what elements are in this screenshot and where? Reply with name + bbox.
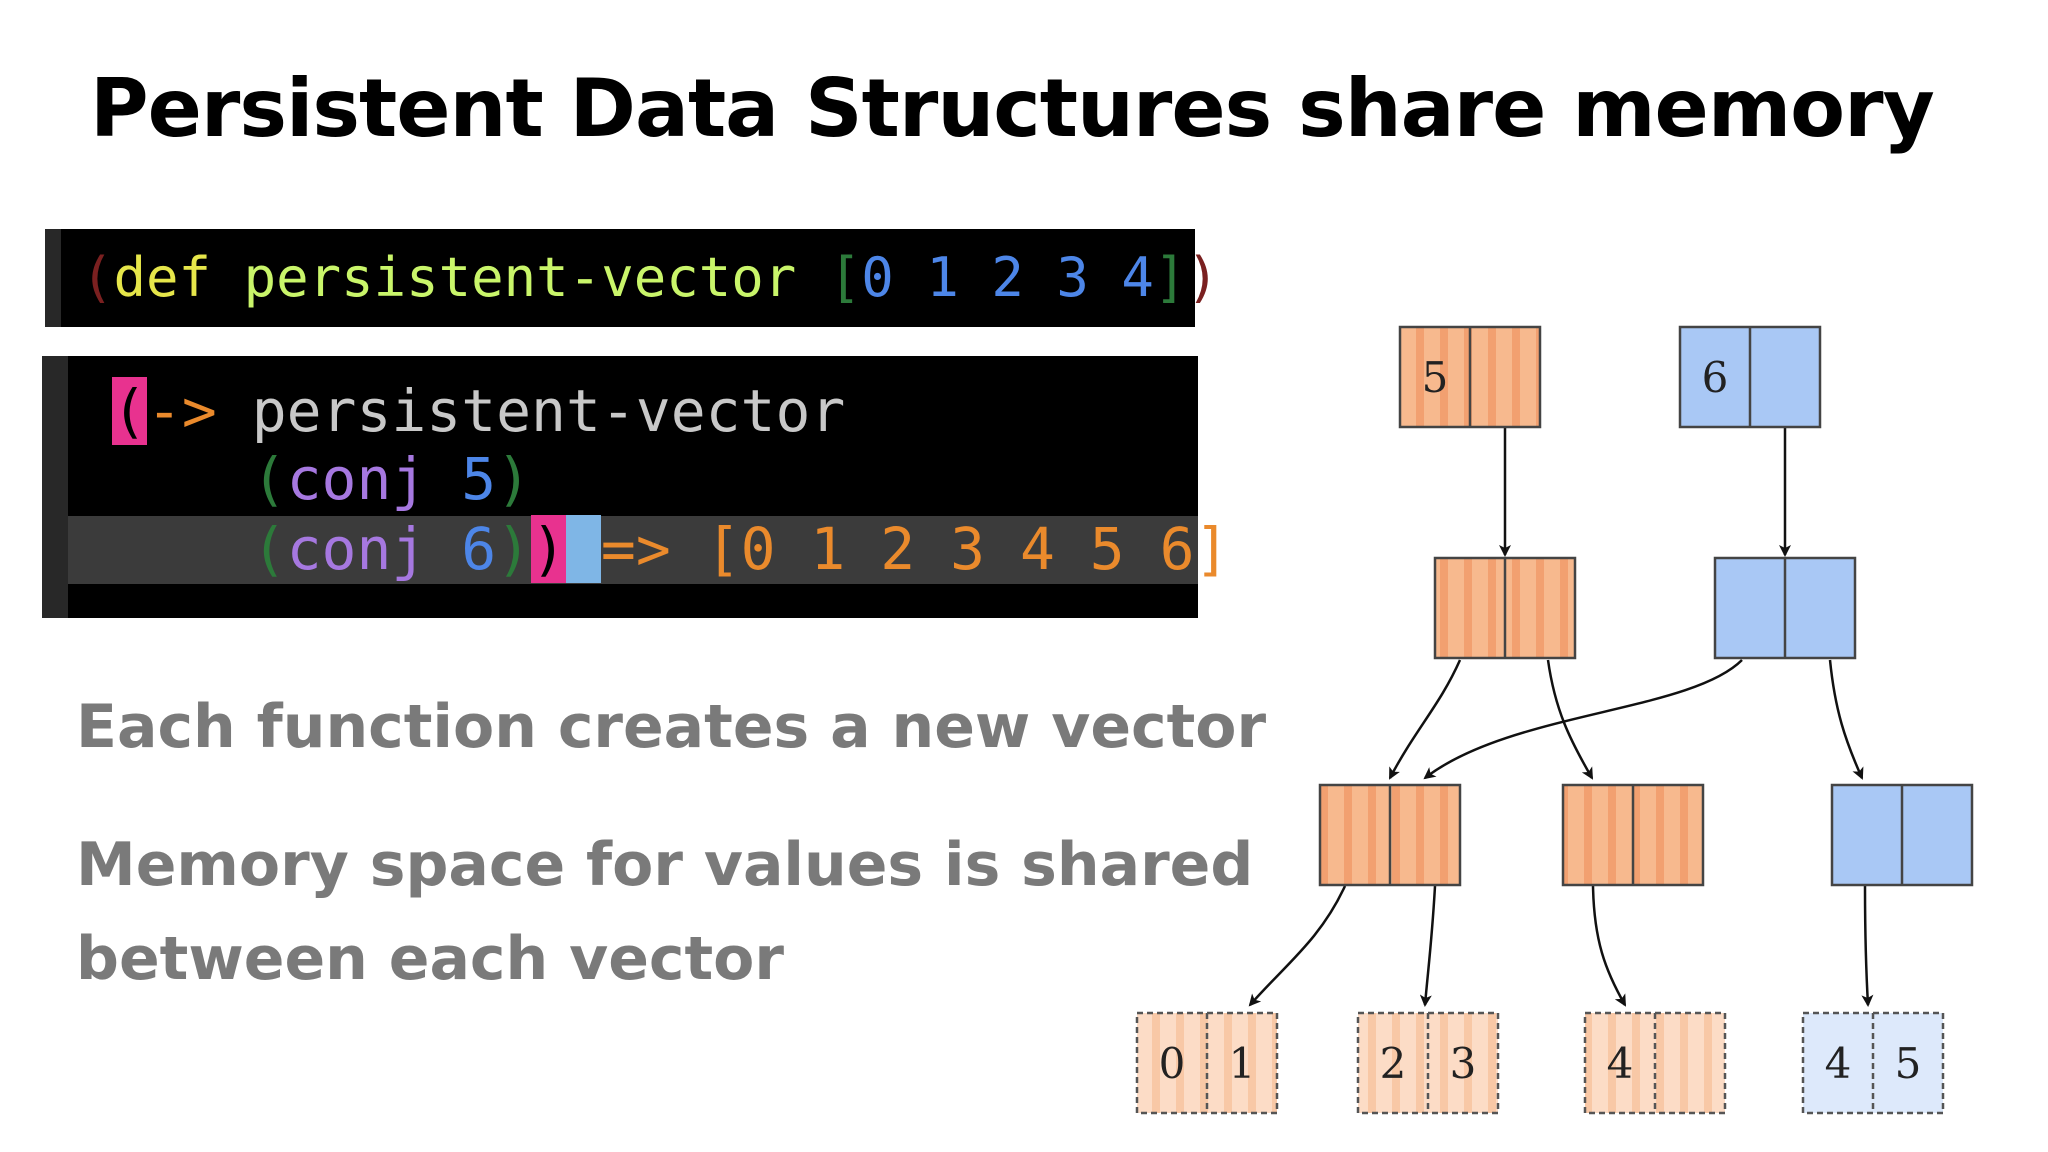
node-mid-orange [1433, 556, 1577, 660]
paren-close: ) [1186, 246, 1219, 309]
conj-open-1: ( [251, 445, 287, 513]
slide-title: Persistent Data Structures share memory [90, 62, 1935, 155]
note-shared-line-2: between each vector [76, 924, 784, 994]
node-mid-blue [1713, 556, 1857, 660]
edge-mid-blue-to-right [1828, 659, 1864, 780]
edge-mid-blue-to-left [1423, 659, 1743, 780]
edge-mid-orange-to-right [1546, 659, 1594, 780]
leaf-node-23: 2 3 [1356, 1011, 1500, 1115]
edge-blue-to-leaf45 [1861, 885, 1874, 1007]
num-1: 1 [926, 246, 959, 309]
vector-open: [ [828, 246, 862, 309]
code-line-3: (conj 6)) => [0 1 2 3 4 5 6] [112, 514, 1229, 584]
result-arrow: => [600, 515, 671, 583]
note-new-vector: Each function creates a new vector [76, 692, 1267, 762]
conj-fn-2: conj [286, 515, 427, 583]
code-block-threading: (-> persistent-vector (conj 5) (conj 6))… [42, 356, 1229, 618]
num-2: 2 [991, 246, 1024, 309]
leaf-value-2: 2 [1380, 1039, 1407, 1088]
text-cursor [565, 515, 601, 583]
node-level3-blue [1830, 783, 1974, 887]
keyword-def: def [113, 246, 212, 309]
edge-right-to-leaf4 [1591, 885, 1627, 1007]
num-3: 3 [1056, 246, 1089, 309]
leaf-value-1: 1 [1229, 1039, 1256, 1088]
conj-arg-2: 6 [461, 515, 497, 583]
conj-close-1: ) [496, 445, 532, 513]
node-level3-right-orange [1561, 783, 1705, 887]
leaf-node-01: 0 1 [1135, 1011, 1279, 1115]
code-block-def: (def persistent-vector [0 1 2 3 4]) [45, 229, 1219, 327]
tree-edges [1248, 428, 1874, 1007]
num-4: 4 [1121, 246, 1154, 309]
edge-mid-orange-to-left [1388, 659, 1462, 780]
code-line-1: (-> persistent-vector [112, 376, 845, 446]
conj-fn-1: conj [286, 445, 427, 513]
paren-open: ( [81, 246, 114, 309]
edge-left-to-leaf01 [1248, 885, 1347, 1007]
thread-arrow: -> [146, 377, 217, 445]
result-vector: [0 1 2 3 4 5 6] [705, 515, 1230, 583]
leaf-value-5: 5 [1895, 1039, 1922, 1088]
conj-close-2: ) [496, 515, 532, 583]
leaf-node-45: 4 5 [1801, 1011, 1945, 1115]
edge-left-to-leaf23 [1419, 885, 1437, 1007]
leaf-value-4: 4 [1607, 1039, 1634, 1088]
leaf-value-4-blue: 4 [1825, 1039, 1852, 1088]
node-label-6: 6 [1702, 353, 1729, 402]
vector-close: ] [1153, 246, 1187, 309]
symbol-name: persistent-vector [243, 246, 797, 309]
node-label-5: 5 [1422, 353, 1449, 402]
leaf-value-0: 0 [1159, 1039, 1186, 1088]
conj-open-2: ( [251, 515, 287, 583]
node-root-5: 5 [1398, 325, 1542, 429]
note-shared-memory: Memory space for values is shared between… [76, 818, 1253, 1006]
conj-arg-1: 5 [461, 445, 497, 513]
note-shared-line-1: Memory space for values is shared [76, 830, 1254, 900]
code-line-2: (conj 5) [112, 444, 531, 514]
num-0: 0 [861, 246, 894, 309]
leaf-node-4: 4 [1583, 1011, 1727, 1115]
node-level3-left-orange [1318, 783, 1462, 887]
paren-open-highlight: ( [112, 377, 147, 445]
paren-close-highlight: ) [531, 515, 566, 583]
leaf-value-3: 3 [1450, 1039, 1477, 1088]
symbol-name: persistent-vector [251, 377, 846, 445]
node-root-6: 6 [1678, 325, 1822, 429]
cursor-line-highlight [68, 516, 1198, 584]
